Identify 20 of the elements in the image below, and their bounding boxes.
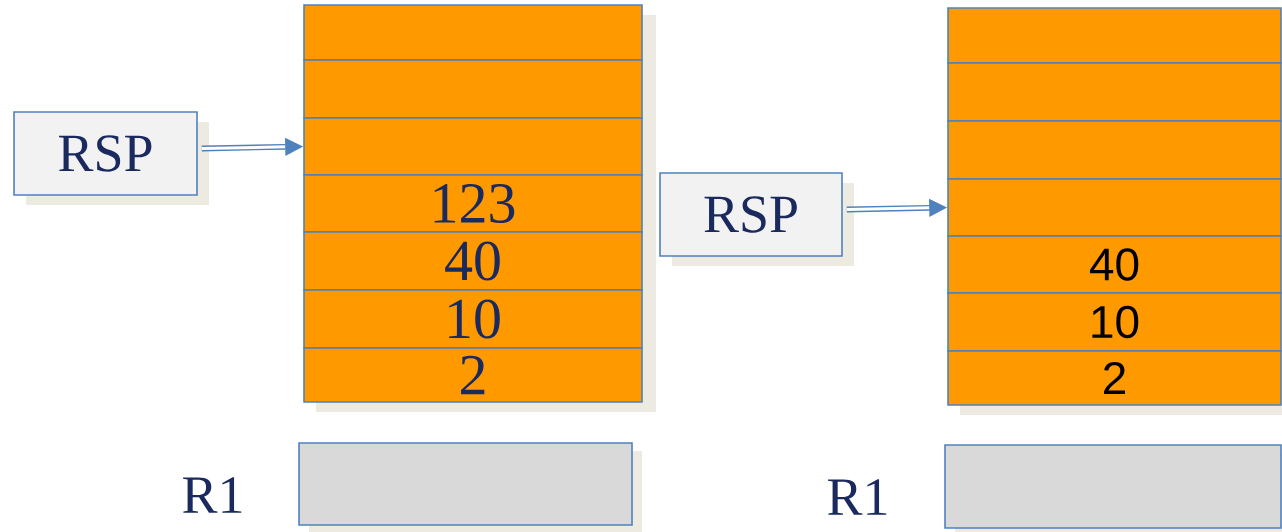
register-label: R1 (183, 477, 242, 513)
stack-cell (947, 120, 1282, 180)
stack-cell: 10 (303, 289, 643, 349)
stack-cell (303, 117, 643, 176)
register-label: R1 (828, 479, 887, 515)
stack-cell: 123 (303, 174, 643, 233)
register-box (298, 442, 642, 532)
register-box (944, 444, 1282, 532)
process-box: RSP (659, 172, 854, 266)
stack-cell: 10 (947, 292, 1282, 352)
stack-cell (303, 59, 643, 119)
process-box: RSP (13, 111, 209, 205)
stack-cell (947, 178, 1282, 237)
stack-cell: 40 (303, 231, 643, 291)
stack-cell: 2 (303, 347, 643, 403)
stack-cell (303, 4, 643, 61)
stack-cell (947, 62, 1282, 122)
stack-cell: 2 (947, 350, 1282, 406)
stack-cell (947, 7, 1282, 64)
stack-cell: 40 (947, 235, 1282, 294)
